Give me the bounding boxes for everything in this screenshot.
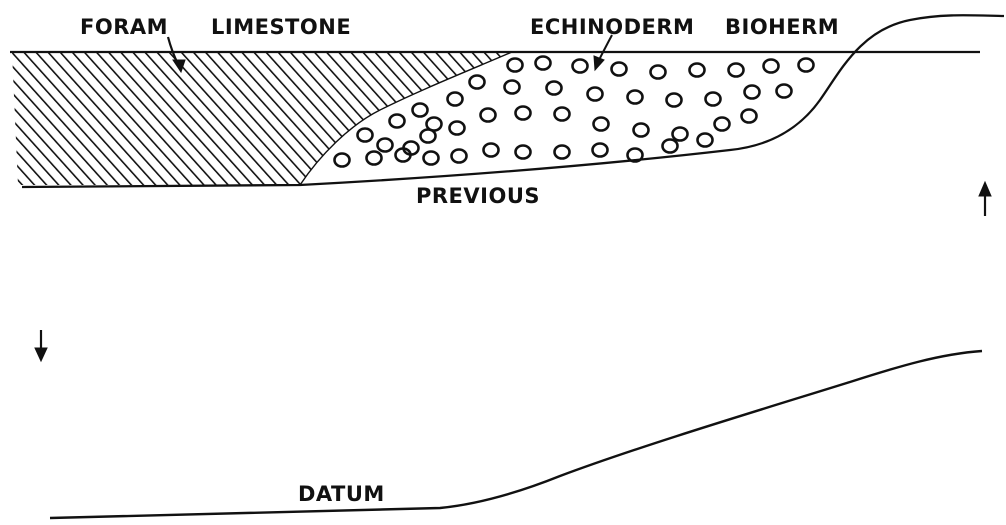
echinoderm-grain <box>378 139 393 152</box>
echinoderm-grain <box>651 66 666 79</box>
foram-label: FORAM <box>80 15 168 39</box>
echinoderm-grain <box>698 134 713 147</box>
datum-surface-line <box>50 351 982 518</box>
echinoderm-grain <box>536 57 551 70</box>
echinoderm-grain <box>555 108 570 121</box>
limestone-label: LIMESTONE <box>211 15 351 39</box>
echinoderm-grain <box>690 64 705 77</box>
echinoderm-grain <box>594 118 609 131</box>
echinoderm-grain <box>547 82 562 95</box>
echinoderm-grain <box>588 88 603 101</box>
echinoderm-grain <box>673 128 688 141</box>
echinoderm-grain <box>413 104 428 117</box>
echinoderm-grain <box>421 130 436 143</box>
echinoderm-grain <box>516 146 531 159</box>
echinoderm-grain <box>450 122 465 135</box>
echinoderm-grain <box>729 64 744 77</box>
echinoderm-grain <box>335 154 350 167</box>
echinoderm-grain <box>573 60 588 73</box>
arrow-down-icon <box>35 330 47 361</box>
echinoderm-grain <box>742 110 757 123</box>
echinoderm-grain <box>481 109 496 122</box>
echinoderm-grain <box>745 86 760 99</box>
echinoderm-grain <box>628 91 643 104</box>
echinoderm-grain <box>777 85 792 98</box>
datum-label: DATUM <box>298 482 385 506</box>
echinoderm-grain <box>505 81 520 94</box>
echinoderm-grain <box>508 59 523 72</box>
echinoderm-grain <box>424 152 439 165</box>
echinoderm-grain <box>516 107 531 120</box>
echinoderm-grain <box>593 144 608 157</box>
echinoderm-grain <box>452 150 467 163</box>
bioherm-label: BIOHERM <box>725 15 839 39</box>
echinoderm-grain <box>634 124 649 137</box>
echinoderm-grain <box>799 59 814 72</box>
echinoderm-grain <box>484 144 499 157</box>
echinoderm-label: ECHINODERM <box>530 15 694 39</box>
echinoderm-grain <box>667 94 682 107</box>
arrow-up-icon <box>979 182 991 216</box>
echinoderm-grain <box>470 76 485 89</box>
previous-label: PREVIOUS <box>416 184 540 208</box>
echinoderm-grain <box>764 60 779 73</box>
echinoderm-grain <box>663 140 678 153</box>
echinoderm-grain <box>612 63 627 76</box>
echinoderm-grain <box>367 152 382 165</box>
echinoderm-grain <box>390 115 405 128</box>
echinoderm-grain <box>448 93 463 106</box>
echinoderm-grain <box>358 129 373 142</box>
echinoderm-grain <box>555 146 570 159</box>
echinoderm-grain <box>715 118 730 131</box>
echinoderm-grain <box>706 93 721 106</box>
